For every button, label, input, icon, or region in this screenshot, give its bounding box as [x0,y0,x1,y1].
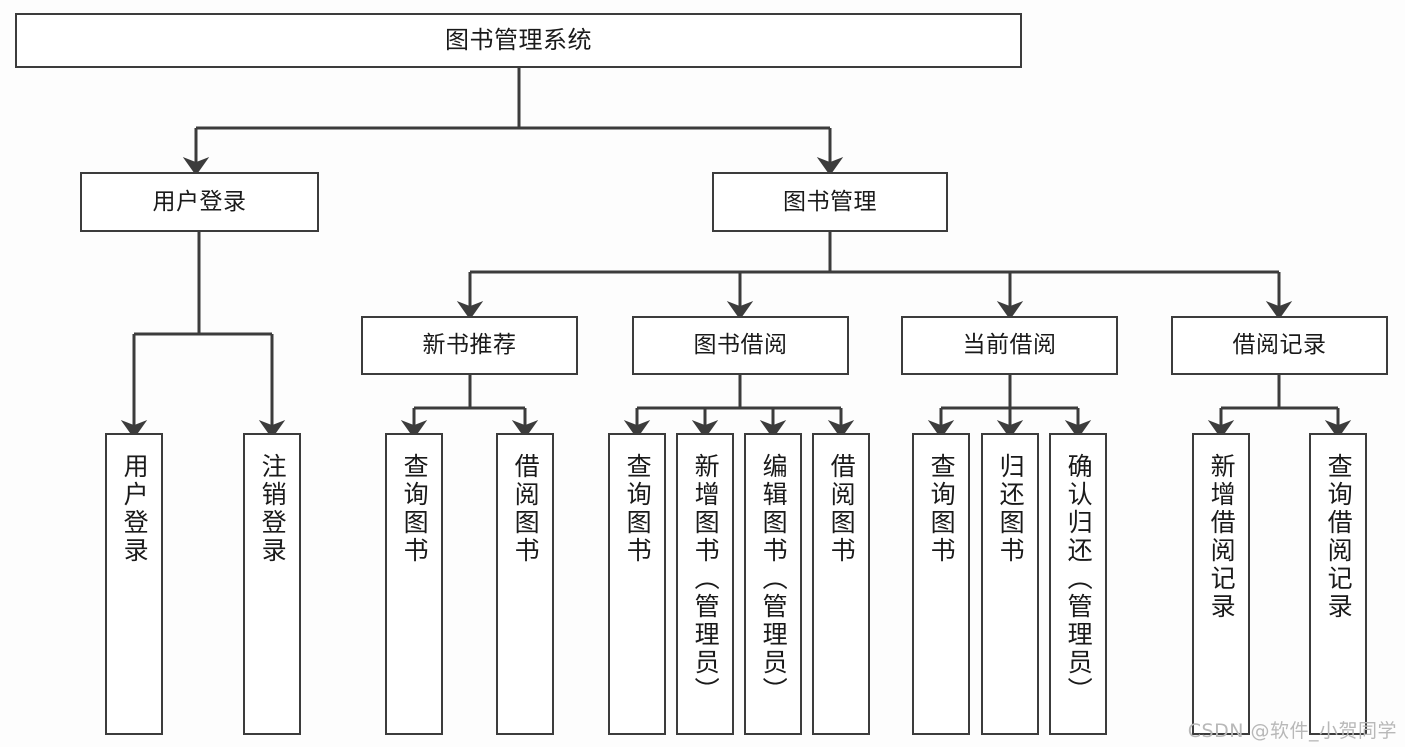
node-root-system[interactable]: 图书管理系统 [15,13,1022,68]
node-label: 借阅图书 [511,453,541,565]
leaf-borrow-record-query[interactable]: 查询借阅记录 [1309,433,1367,735]
node-label: 新书推荐 [422,332,517,359]
node-label: 新增借阅记录 [1207,453,1237,621]
node-label: 查询图书 [400,453,430,565]
node-label: 图书管理系统 [445,25,592,54]
node-label: 用户登录 [152,188,247,215]
node-label: 注销登录 [258,453,288,565]
node-label: 图书管理 [783,188,877,215]
leaf-new-book-borrow[interactable]: 借阅图书 [496,433,554,735]
node-borrow-record[interactable]: 借阅记录 [1171,316,1388,375]
node-label: 编辑图书（管理员） [759,453,789,705]
node-label: 借阅图书 [827,453,857,565]
leaf-book-borrow-edit[interactable]: 编辑图书（管理员） [744,433,802,735]
node-label: 确认归还（管理员） [1064,453,1094,705]
leaf-book-borrow-add[interactable]: 新增图书（管理员） [676,433,734,735]
node-book-borrow[interactable]: 图书借阅 [632,316,849,375]
node-label: 借阅记录 [1232,332,1327,359]
leaf-current-borrow-query[interactable]: 查询图书 [912,433,970,735]
leaf-book-borrow-query[interactable]: 查询图书 [608,433,666,735]
node-label: 新增图书（管理员） [691,453,721,705]
leaf-book-borrow-lend[interactable]: 借阅图书 [812,433,870,735]
leaf-user-login-login[interactable]: 用户登录 [105,433,163,735]
node-current-borrow[interactable]: 当前借阅 [901,316,1118,375]
node-label: 查询借阅记录 [1324,453,1354,621]
node-user-login[interactable]: 用户登录 [80,172,319,232]
node-label: 查询图书 [623,453,653,565]
node-new-book-recommend[interactable]: 新书推荐 [361,316,578,375]
leaf-borrow-record-add[interactable]: 新增借阅记录 [1192,433,1250,735]
leaf-current-borrow-return[interactable]: 归还图书 [981,433,1039,735]
node-label: 查询图书 [927,453,957,565]
node-book-management[interactable]: 图书管理 [712,172,948,232]
node-label: 用户登录 [120,453,150,565]
leaf-user-login-logout[interactable]: 注销登录 [243,433,301,735]
node-label: 图书借阅 [693,332,788,359]
leaf-current-borrow-confirm-return[interactable]: 确认归还（管理员） [1049,433,1107,735]
node-label: 当前借阅 [962,332,1057,359]
leaf-new-book-query[interactable]: 查询图书 [385,433,443,735]
node-label: 归还图书 [996,453,1026,565]
